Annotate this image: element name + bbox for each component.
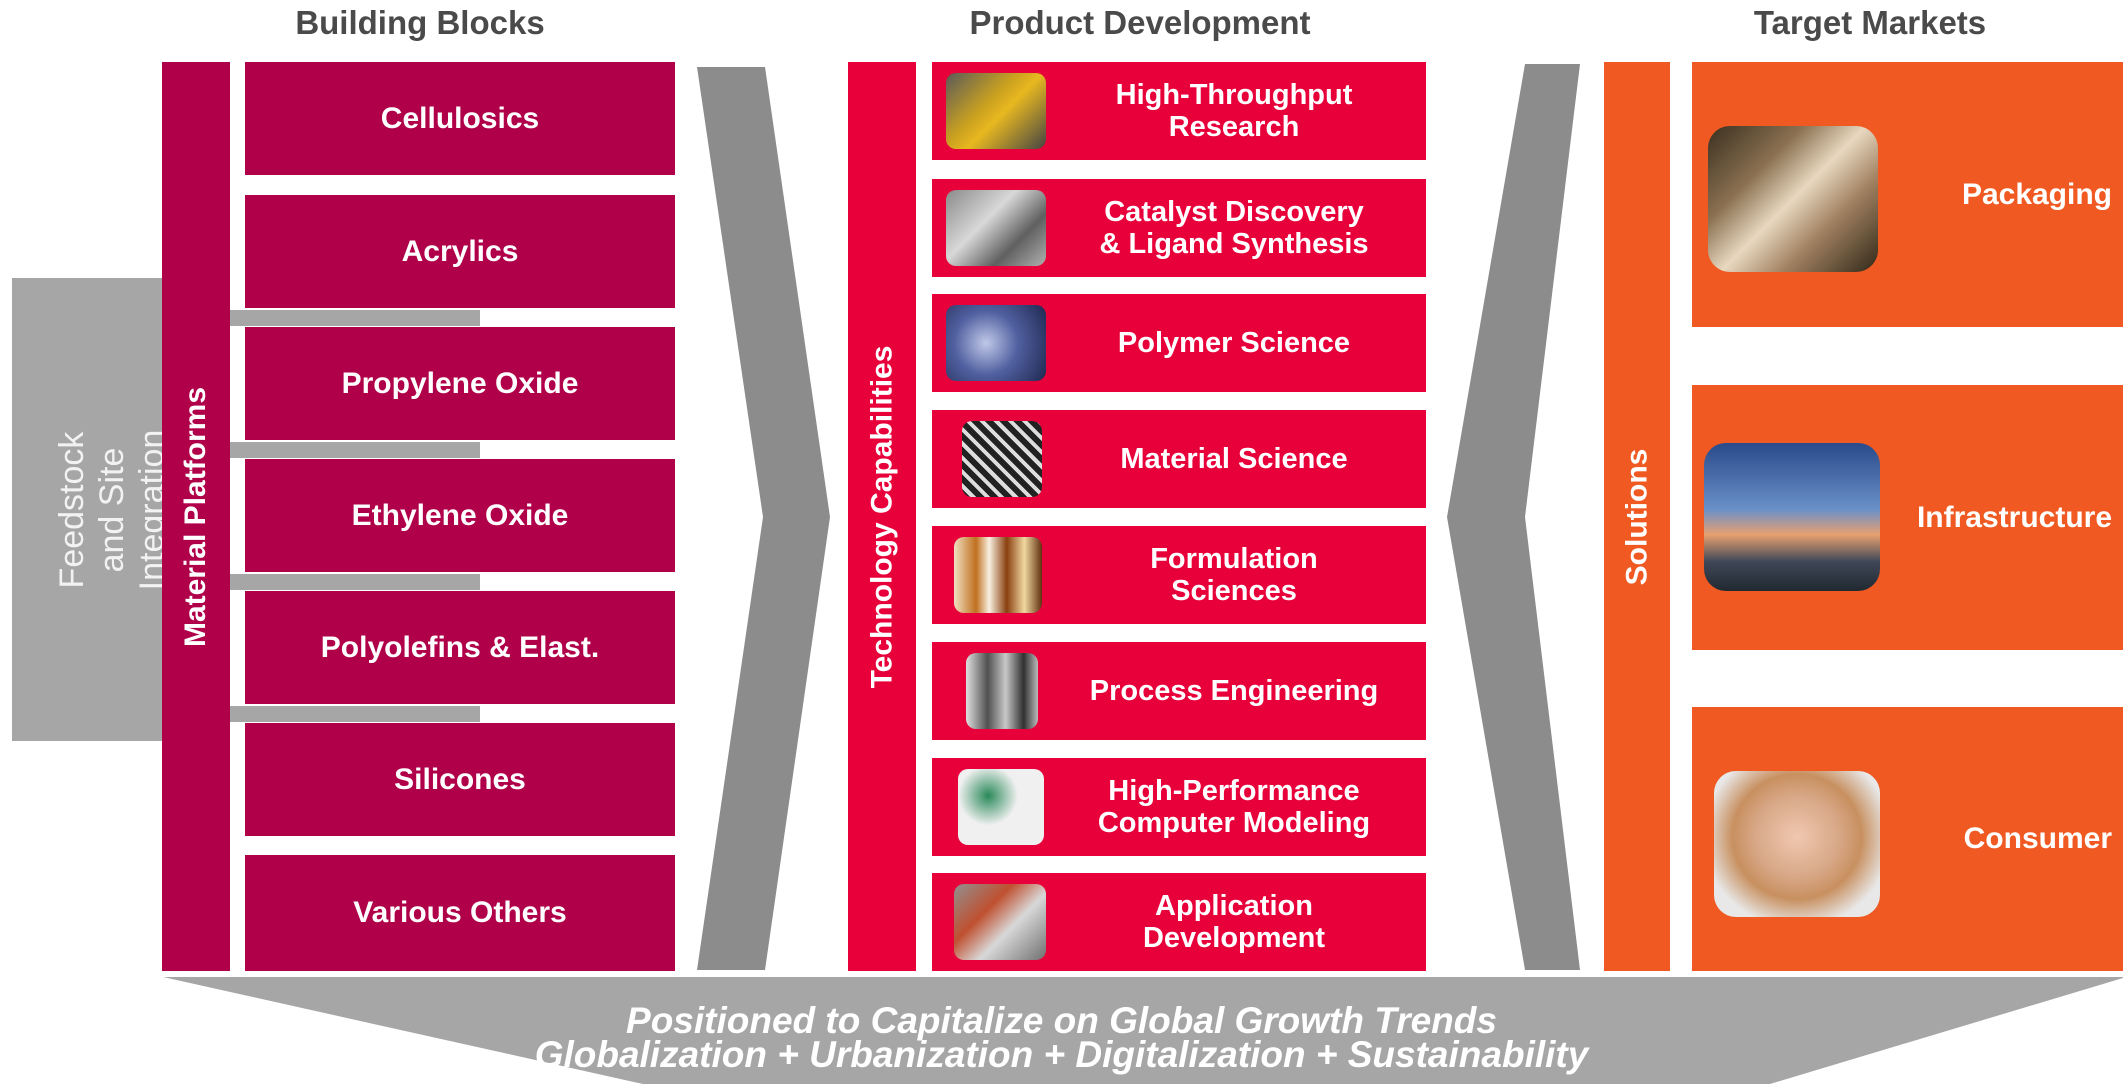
capability-high-throughput-research: High-Throughput Research — [932, 62, 1426, 160]
building-block-polyolefins: Polyolefins & Elast. — [245, 591, 675, 704]
market-consumer: Consumer — [1692, 707, 2123, 971]
capability-label: Material Science — [1120, 443, 1348, 475]
connector-bar — [228, 574, 480, 590]
capability-catalyst-discovery: Catalyst Discovery & Ligand Synthesis — [932, 179, 1426, 277]
feedstock-label: Feedstock and Site Integration — [53, 429, 171, 590]
building-block-propylene-oxide: Propylene Oxide — [245, 327, 675, 440]
capability-label: High-Throughput Research — [1115, 79, 1353, 143]
lab-equipment-photo — [946, 190, 1046, 266]
mesh-material-photo — [962, 421, 1042, 497]
market-infrastructure: Infrastructure — [1692, 385, 2123, 650]
capability-label: Polymer Science — [1117, 327, 1351, 359]
shopper-holding-product-photo — [1708, 126, 1878, 272]
bridge-at-dusk-photo — [1704, 443, 1880, 591]
connector-bar — [228, 310, 480, 326]
connector-bar — [228, 706, 480, 722]
building-block-ethylene-oxide: Ethylene Oxide — [245, 459, 675, 572]
header-product-development: Product Development — [969, 4, 1311, 41]
building-block-cellulosics: Cellulosics — [245, 62, 675, 175]
woman-skincare-photo — [1714, 771, 1880, 917]
application-lab-photo — [954, 884, 1046, 960]
robot-arm-photo — [946, 73, 1046, 149]
capability-label: Catalyst Discovery & Ligand Synthesis — [1099, 196, 1369, 260]
capability-polymer-science: Polymer Science — [932, 294, 1426, 392]
header-target-markets: Target Markets — [1753, 4, 1987, 41]
building-block-various-others: Various Others — [245, 855, 675, 971]
solutions-label: Solutions — [1620, 448, 1653, 585]
building-block-acrylics: Acrylics — [245, 195, 675, 308]
process-plant-photo — [966, 653, 1038, 729]
capability-label: Formulation Sciences — [1150, 543, 1318, 607]
capability-hpc-modeling: High-Performance Computer Modeling — [932, 758, 1426, 856]
chevron-right-connector — [697, 67, 830, 970]
capability-application-development: Application Development — [932, 873, 1426, 971]
market-label: Consumer — [1963, 822, 2112, 855]
material-platforms-bar: Material Platforms — [162, 62, 230, 971]
capability-material-science: Material Science — [932, 410, 1426, 508]
market-label: Packaging — [1961, 177, 2112, 211]
capability-process-engineering: Process Engineering — [932, 642, 1426, 740]
capability-label: High-Performance Computer Modeling — [1097, 775, 1371, 839]
building-block-silicones: Silicones — [245, 723, 675, 836]
growth-trends-banner-shape — [163, 977, 2123, 1084]
sample-vials-photo — [954, 537, 1042, 613]
chevron-left-connector — [1447, 64, 1580, 970]
molecular-model-photo — [958, 769, 1044, 845]
capability-label: Application Development — [1142, 890, 1326, 954]
solutions-bar: Solutions — [1604, 62, 1670, 971]
polymer-structure-photo — [946, 305, 1046, 381]
material-platforms-label: Material Platforms — [179, 386, 212, 647]
banner-line-1: Positioned to Capitalize on Global Growt… — [626, 1000, 1497, 1041]
capability-label: Process Engineering — [1089, 675, 1379, 707]
header-building-blocks: Building Blocks — [295, 4, 545, 41]
technology-capabilities-label: Technology Capabilities — [865, 345, 898, 688]
market-packaging: Packaging — [1692, 62, 2123, 327]
market-label: Infrastructure — [1916, 500, 2112, 534]
technology-capabilities-bar: Technology Capabilities — [848, 62, 916, 971]
connector-bar — [228, 442, 480, 458]
capability-formulation-sciences: Formulation Sciences — [932, 526, 1426, 624]
banner-line-2: Globalization + Urbanization + Digitaliz… — [534, 1034, 1589, 1075]
